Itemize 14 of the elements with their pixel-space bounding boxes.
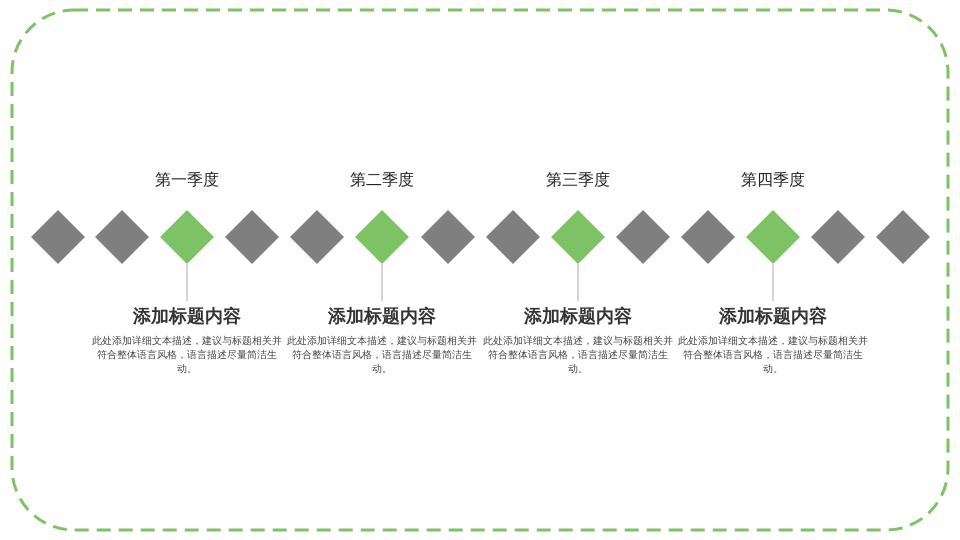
quarter-label: 第四季度 [740, 170, 806, 190]
section-heading: 添加标题内容 [326, 305, 437, 329]
section-heading: 添加标题内容 [132, 305, 242, 329]
description-text: 此处添加详细文本描述，建议与标题相关并符合整体语言风格，语言描述尽量简洁生动。 [287, 335, 477, 377]
quarter-label: 第二季度 [349, 170, 415, 190]
connector-line [772, 264, 774, 302]
section-heading: 添加标题内容 [522, 305, 633, 329]
section-heading: 添加标题内容 [718, 305, 828, 329]
connector-line [186, 264, 188, 302]
description-text: 此处添加详细文本描述，建议与标题相关并符合整体语言风格，语言描述尽量简洁生动。 [678, 335, 868, 377]
quarter-label: 第一季度 [154, 170, 220, 190]
description-text: 此处添加详细文本描述，建议与标题相关并符合整体语言风格，语言描述尽量简洁生动。 [92, 335, 282, 377]
description-text: 此处添加详细文本描述，建议与标题相关并符合整体语言风格，语言描述尽量简洁生动。 [483, 335, 673, 377]
quarter-label: 第三季度 [545, 170, 611, 190]
